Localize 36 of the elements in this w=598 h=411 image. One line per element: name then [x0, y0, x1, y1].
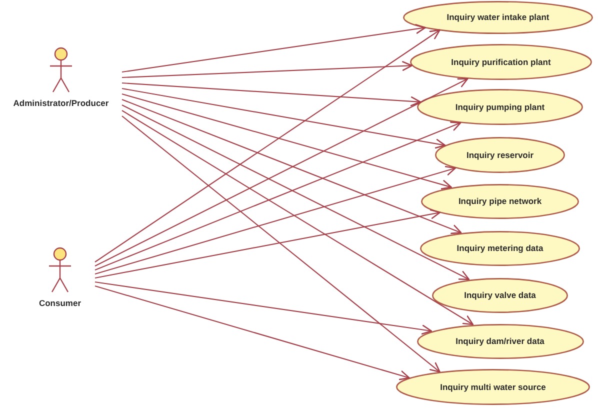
use-case-ellipse: [432, 278, 568, 312]
arrow: [122, 88, 446, 149]
arrow: [94, 209, 441, 279]
use-case-ellipse: [420, 230, 580, 266]
arrow: [122, 98, 462, 234]
use-case-ellipse: [416, 324, 584, 358]
use-case-ellipse: [403, 0, 593, 34]
arrow: [122, 24, 426, 73]
arrow: [94, 29, 440, 262]
arrow: [122, 110, 474, 326]
use-case-label: Inquiry valve data: [464, 290, 536, 300]
arrow: [94, 78, 468, 266]
arrow: [122, 93, 452, 190]
use-case-label: Inquiry pipe network: [458, 196, 542, 206]
use-case-label: Inquiry metering data: [456, 243, 544, 253]
use-case-label: Inquiry multi water source: [440, 382, 546, 392]
use-case-ellipse: [396, 369, 590, 405]
arrow: [122, 60, 413, 78]
arrow: [94, 122, 462, 271]
arrow: [122, 82, 421, 106]
actor-name: Administrator/Producer: [13, 98, 109, 108]
use-case-ellipse: [421, 184, 579, 218]
arrow: [94, 281, 432, 335]
use-case-label: Inquiry pumping plant: [455, 102, 545, 112]
arrow: [122, 116, 440, 373]
use-case-ellipse: [417, 89, 583, 125]
use-case-label: Inquiry water intake plant: [446, 12, 550, 22]
use-case-label: Inquiry dam/river data: [456, 336, 544, 346]
use-case-label: Inquiry purification plant: [451, 57, 551, 67]
actor-name: Consumer: [38, 298, 82, 308]
arrow: [94, 285, 410, 380]
use-case-label: Inquiry reservoir: [466, 150, 534, 160]
use-case-ellipse: [435, 137, 565, 173]
arrow: [122, 104, 470, 280]
arrow: [94, 166, 456, 275]
use-case-ellipse: [410, 44, 592, 80]
